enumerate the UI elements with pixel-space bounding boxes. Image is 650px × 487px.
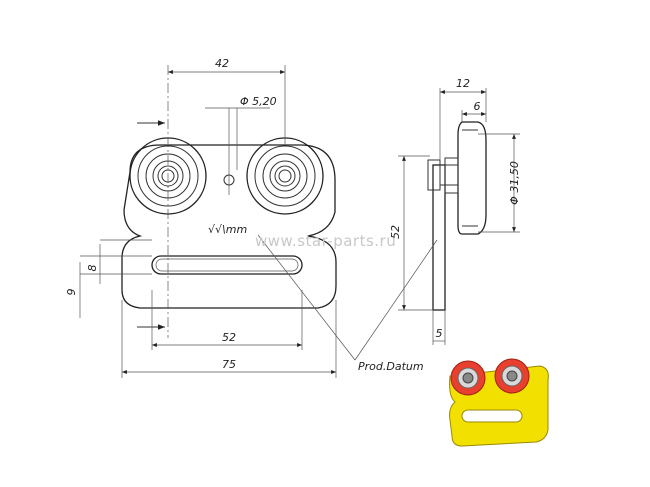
plate-slot-inner: [155, 258, 299, 272]
plate-slot: [151, 255, 303, 275]
dim-52-bottom: 52: [222, 331, 236, 344]
dim-9: 9: [65, 289, 78, 296]
surface-finish-symbol: √√\mm: [208, 223, 247, 236]
side-view: 12 6 Φ 31,50 52 5 Prod.Datum: [354, 77, 521, 373]
dim-12: 12: [456, 77, 470, 90]
prod-datum-label: Prod.Datum: [358, 360, 424, 373]
plate-outline: [121, 144, 337, 309]
dim-52-side: 52: [389, 225, 402, 239]
dim-42: 42: [215, 57, 229, 70]
dim-8: 8: [86, 265, 99, 272]
watermark: www.star-parts.ru: [255, 232, 396, 250]
dim-5: 5: [436, 327, 443, 340]
dim-6: 6: [474, 100, 481, 113]
right-wheel: [246, 137, 324, 215]
front-view: 42 Φ 5,20 8 9 52 75 √√\mm www.star-parts…: [65, 57, 396, 378]
dim-75: 75: [222, 358, 236, 371]
dim-phi-3150: Φ 31,50: [508, 161, 521, 205]
color-render: [449, 358, 549, 447]
dim-phi-520: Φ 5,20: [240, 95, 277, 108]
